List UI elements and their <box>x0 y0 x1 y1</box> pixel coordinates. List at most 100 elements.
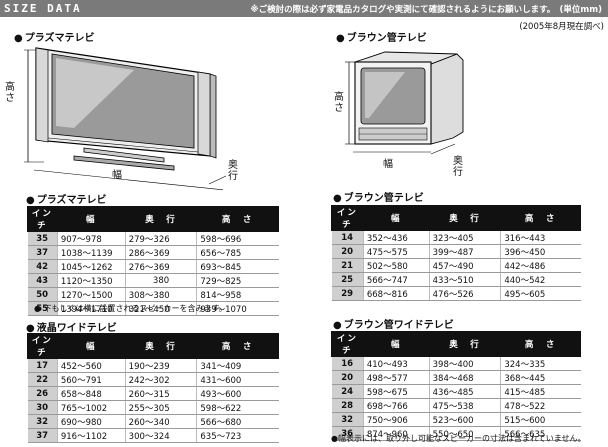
cell-inch: 29 <box>331 286 364 301</box>
cell-depth: 323〜405 <box>428 230 501 245</box>
col-depth: 奥 行 <box>428 331 502 357</box>
cell-depth: 260〜315 <box>124 386 197 401</box>
cell-inch: 36 <box>331 426 364 441</box>
header-bar <box>0 0 608 17</box>
cell-depth: 255〜305 <box>124 400 197 415</box>
cell-width: 765〜1002 <box>56 400 126 415</box>
cell-width: 475〜575 <box>362 244 430 259</box>
plasma-drawing-heading: ●プラズマテレビ <box>14 33 95 44</box>
cell-width: 1038〜1139 <box>56 245 126 260</box>
crt-table-heading: ●ブラウン管テレビ <box>333 193 424 204</box>
cell-height: 396〜450 <box>500 244 581 259</box>
table-header-row: インチ 幅 奥 行 高 さ <box>27 333 279 359</box>
cell-height: 316〜443 <box>500 230 581 245</box>
cell-inch: 26 <box>27 386 58 401</box>
cell-depth: 321〜450 <box>124 301 197 316</box>
cell-width: 750〜906 <box>362 412 430 427</box>
cell-width: 498〜577 <box>362 370 430 385</box>
col-height: 高 さ <box>500 205 581 231</box>
crt-wide-footnote: ●幅表示には、取り外し可能なスピーカーの寸法は含まれていません。 <box>331 434 586 443</box>
cell-height: 493〜600 <box>196 386 279 401</box>
cell-inch: 25 <box>331 272 364 287</box>
cell-height: 814〜958 <box>196 287 279 302</box>
col-width: 幅 <box>362 331 430 357</box>
cell-depth: 475〜538 <box>428 398 501 413</box>
cell-width: 452〜560 <box>56 358 126 373</box>
cell-height: 598〜622 <box>196 400 279 415</box>
cell-depth: 457〜490 <box>428 258 501 273</box>
cell-height: 368〜445 <box>500 370 581 385</box>
cell-width: 502〜580 <box>362 258 430 273</box>
cell-inch: 55 <box>27 301 58 316</box>
cell-inch: 43 <box>27 273 58 288</box>
cell-width: 668〜816 <box>362 286 430 301</box>
cell-height: 341〜409 <box>196 358 279 373</box>
cell-width: 698〜766 <box>362 398 430 413</box>
col-height: 高 さ <box>196 333 279 359</box>
cell-inch: 35 <box>27 231 58 246</box>
col-width: 幅 <box>362 205 430 231</box>
cell-height: 598〜696 <box>196 231 279 246</box>
col-width: 幅 <box>56 206 126 232</box>
cell-width: 410〜493 <box>362 356 430 371</box>
cell-height: 635〜723 <box>196 428 279 443</box>
plasma-tv-drawing <box>24 47 227 191</box>
cell-inch: 20 <box>331 244 364 259</box>
cell-height: 693〜845 <box>196 259 279 274</box>
cell-depth: 523〜600 <box>428 412 501 427</box>
cell-depth: 399〜487 <box>428 244 501 259</box>
cell-depth: 380 <box>124 273 197 288</box>
cell-height: 442〜486 <box>500 258 581 273</box>
cell-height: 566〜635 <box>500 426 581 441</box>
cell-height: 478〜522 <box>500 398 581 413</box>
cell-height: 431〜600 <box>196 372 279 387</box>
date-note: (2005年8月現在調べ) <box>519 22 604 32</box>
cell-depth: 300〜324 <box>124 428 197 443</box>
cell-inch: 42 <box>27 259 58 274</box>
cell-width: 907〜978 <box>56 231 126 246</box>
cell-depth: 190〜239 <box>124 358 197 373</box>
cell-height: 495〜605 <box>500 286 581 301</box>
cell-depth: 286〜369 <box>124 245 197 260</box>
cell-inch: 14 <box>331 230 364 245</box>
cell-width: 560〜791 <box>56 372 126 387</box>
col-inch: インチ <box>331 205 364 231</box>
cell-inch: 16 <box>331 356 364 371</box>
cell-height: 729〜825 <box>196 273 279 288</box>
plasma-table-heading: ●プラズマテレビ <box>26 195 107 206</box>
cell-depth: 433〜510 <box>428 272 501 287</box>
crt-height-label: 高さ <box>334 92 344 114</box>
cell-inch: 32 <box>331 412 364 427</box>
cell-inch: 30 <box>27 400 58 415</box>
crt-wide-table-heading: ●ブラウン管ワイドテレビ <box>333 320 454 331</box>
plasma-width-label: 幅 <box>112 170 122 181</box>
cell-inch: 20 <box>331 370 364 385</box>
table-header-row: インチ 幅 奥 行 高 さ <box>331 331 581 357</box>
crt-width-label: 幅 <box>383 159 393 170</box>
cell-inch: 37 <box>27 245 58 260</box>
col-height: 高 さ <box>500 331 581 357</box>
plasma-depth-label: 奥行 <box>228 160 238 182</box>
cell-depth: 476〜526 <box>428 286 501 301</box>
col-inch: インチ <box>27 333 58 359</box>
header-note: ※ご検討の際は必ず家電品カタログや実測にて確認されるようにお願いします。 (単位… <box>250 5 602 15</box>
col-inch: インチ <box>331 331 364 357</box>
cell-width: 658〜848 <box>56 386 126 401</box>
cell-inch: 21 <box>331 258 364 273</box>
cell-width: 1270〜1500 <box>56 287 126 302</box>
cell-depth: 279〜326 <box>124 231 197 246</box>
cell-inch: 17 <box>27 358 58 373</box>
